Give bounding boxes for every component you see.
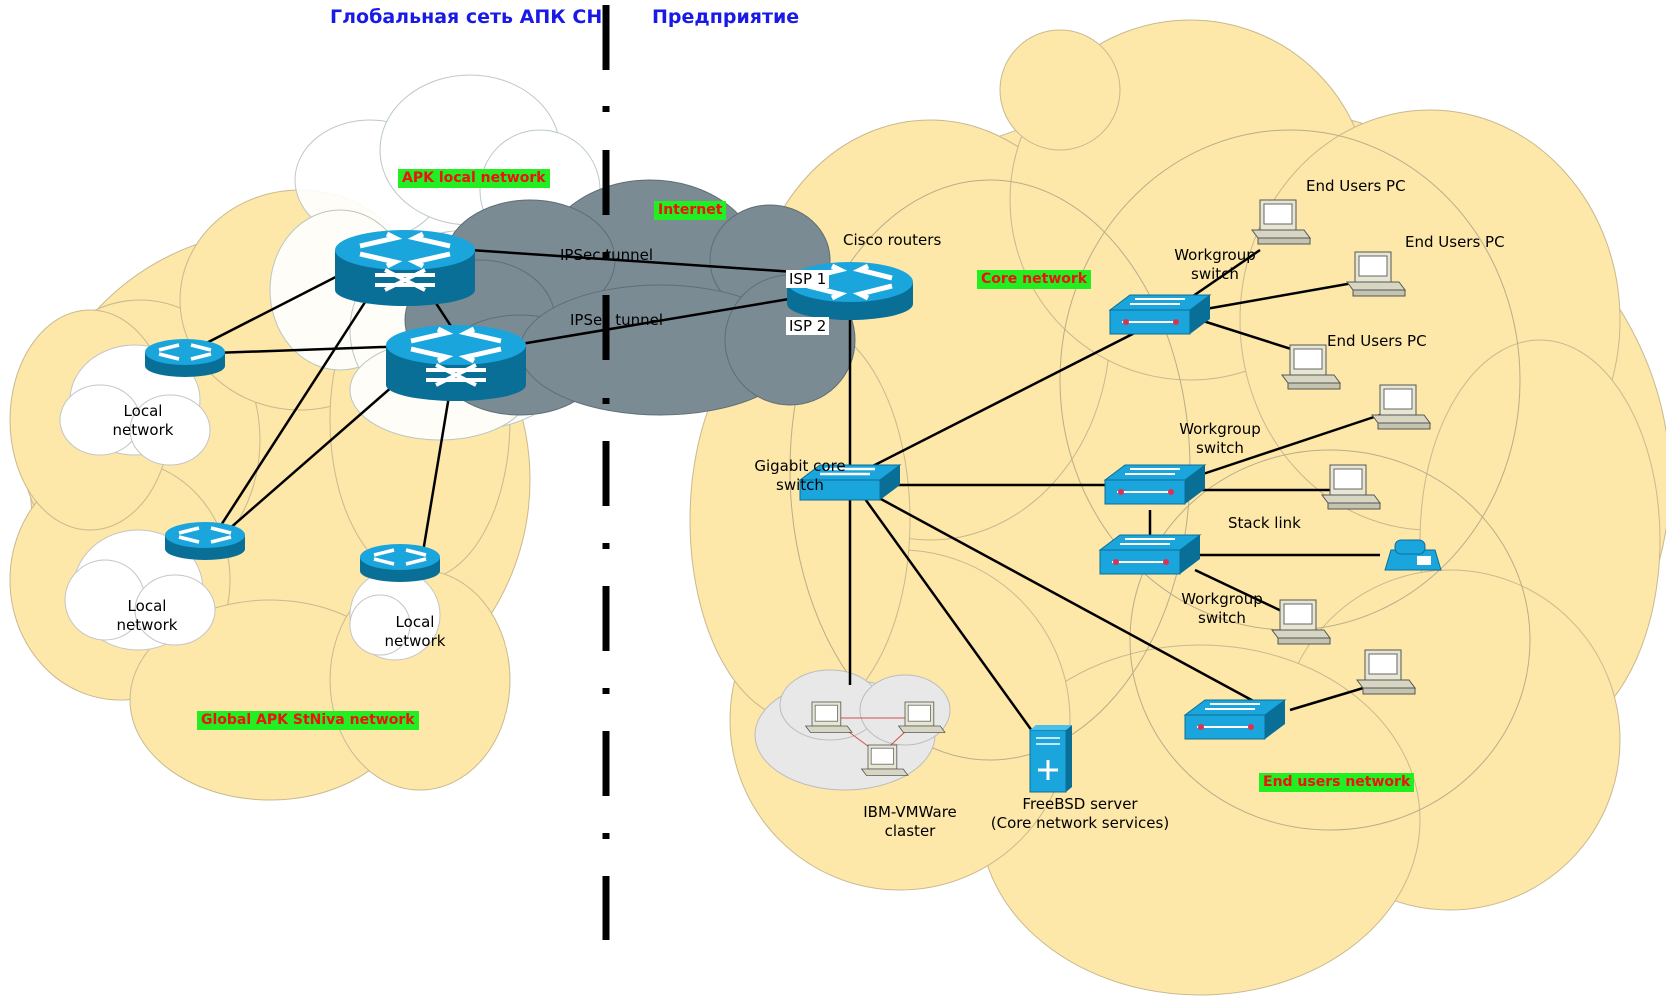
isp2-label: ISP 2 [786,317,830,335]
isp1-label: ISP 1 [786,270,830,288]
local-router-2 [165,522,245,560]
stack-link-label: Stack link [1228,514,1301,532]
workgroup-switch-3-label: Workgroup switch [1181,590,1263,627]
ipsec-tunnel-2-label: IPSec tunnel [570,311,664,329]
pc-icon [1346,251,1406,297]
ipsec-tunnel-2-line [514,296,796,347]
end-users-pc-2-label: End Users PC [1405,233,1505,251]
end-users-pc-1-label: End Users PC [1306,177,1406,195]
ipsec-tunnel-1-label: IPSec tunnel [560,246,654,264]
end-user-pcs [804,199,1431,776]
enterprise-cloud [689,19,1666,996]
ibm-vmware-label: IBM-VMWare claster [863,803,957,840]
workgroup-switch-2 [1103,464,1207,505]
gigabit-core-switch [798,464,902,501]
cluster-pc-icon [804,701,853,733]
end-users-pc-3-label: End Users PC [1327,332,1427,350]
left-header: Глобальная сеть АПК СН [330,6,603,28]
core-network-tag: Core network [977,270,1092,289]
cluster-pc-icon [897,701,946,733]
ipsec-tunnel-1-line [469,248,796,274]
links [184,238,1391,736]
ip-phone-icon [1384,539,1442,571]
internet-tag: Internet [654,201,727,220]
local-router-3 [360,544,440,582]
right-header: Предприятие [652,6,800,28]
end-users-network-tag: End users network [1259,773,1415,792]
freebsd-server-icon [1029,725,1072,793]
local-network-cloud-2 [64,529,216,651]
pc-icon [1356,649,1416,695]
local-network-3-label: Local network [384,613,446,650]
workgroup-switch-1-label: Workgroup switch [1174,246,1256,283]
pc-icon [1251,199,1311,245]
cluster-pc-icon [860,744,909,776]
local-network-2-label: Local network [116,597,178,634]
pc-icon [1281,344,1341,390]
local-router-1 [145,339,225,377]
workgroup-switch-1 [1108,294,1212,335]
pc-icon [1371,384,1431,430]
pc-icon [1271,599,1331,645]
cisco-routers-label: Cisco routers [843,231,942,249]
freebsd-server-label: FreeBSD server (Core network services) [990,795,1170,832]
workgroup-switch-4 [1183,699,1287,740]
apk-router-2 [386,325,526,401]
apk-local-network-tag: APK local network [398,169,550,188]
global-network-tag: Global APK StNiva network [197,711,419,730]
gigabit-core-switch-label: Gigabit core switch [754,457,846,494]
workgroup-switch-3 [1098,534,1202,575]
apk-router-1 [335,230,475,306]
local-network-1-label: Local network [112,402,174,439]
workgroup-switch-2-label: Workgroup switch [1179,420,1261,457]
pc-icon [1321,464,1381,510]
local-network-cloud-3 [349,569,441,661]
